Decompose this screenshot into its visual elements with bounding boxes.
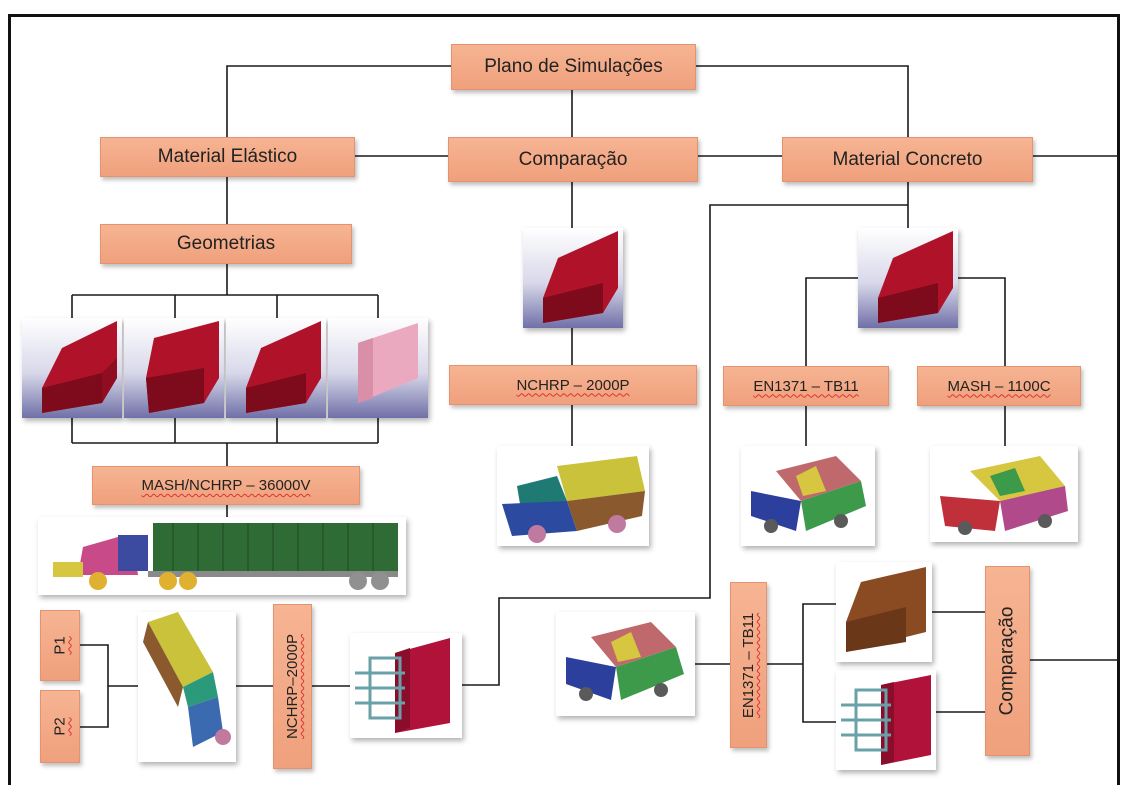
barrier-render-1 xyxy=(22,318,122,418)
block-icon xyxy=(358,323,418,403)
rebar-barrier-icon xyxy=(355,638,450,733)
node-label: NCHRP–2000P xyxy=(284,633,301,740)
reinforced-block-left xyxy=(350,633,462,738)
node-label: P2 xyxy=(51,717,69,736)
node-label: P1 xyxy=(51,636,69,655)
node-mash-nchrp-36000v: MASH/NCHRP – 36000V xyxy=(92,466,360,505)
brown-barrier-image xyxy=(836,562,932,662)
barrier-render-concrete xyxy=(858,228,958,328)
car-icon xyxy=(566,622,684,701)
car-icon xyxy=(940,456,1068,535)
node-en1371-tb11-top: EN1371 – TB11 xyxy=(723,366,889,406)
node-label: NCHRP – 2000P xyxy=(516,376,630,394)
node-label: Plano de Simulações xyxy=(484,56,663,77)
node-plano-de-simulacoes: Plano de Simulações xyxy=(451,44,696,90)
pickup-truck-image xyxy=(497,446,649,546)
pickup-impact-image xyxy=(138,612,236,762)
node-label: Comparação xyxy=(518,148,628,170)
car-bottom-image xyxy=(556,612,695,716)
tractor-trailer-icon xyxy=(53,523,398,590)
node-en1371-tb11-vertical: EN1371 – TB11 xyxy=(730,582,767,748)
reinforced-block-right xyxy=(836,670,936,770)
node-material-elastico: Material Elástico xyxy=(100,137,355,177)
barrier-render-comparison xyxy=(523,228,623,328)
node-label: MASH/NCHRP – 36000V xyxy=(141,477,311,494)
barrier-icon xyxy=(246,321,321,413)
barrier-icon xyxy=(878,231,953,323)
barrier-icon xyxy=(146,321,219,413)
semi-truck-image xyxy=(38,517,406,595)
pickup-truck-icon xyxy=(143,612,231,747)
sedan-en1371-image xyxy=(741,446,875,546)
node-label: EN1371 – TB11 xyxy=(740,612,758,718)
node-material-concreto: Material Concreto xyxy=(782,137,1033,182)
node-label: MASH – 1100C xyxy=(947,377,1051,395)
node-comparacao-top: Comparação xyxy=(448,137,698,182)
barrier-render-4 xyxy=(328,318,428,418)
car-icon xyxy=(751,456,866,533)
node-label: Material Concreto xyxy=(832,148,983,170)
barrier-icon xyxy=(543,231,618,323)
barrier-icon xyxy=(846,567,926,652)
barrier-render-3 xyxy=(226,318,326,418)
node-label: Geometrias xyxy=(176,233,276,254)
node-mash-1100c: MASH – 1100C xyxy=(917,366,1081,406)
rebar-barrier-icon xyxy=(841,675,931,765)
sedan-mash-image xyxy=(930,446,1078,542)
node-nchrp-2000p-vertical: NCHRP–2000P xyxy=(273,604,312,769)
node-geometrias: Geometrias xyxy=(100,224,352,264)
barrier-icon xyxy=(42,321,117,413)
pickup-truck-icon xyxy=(502,456,645,543)
node-label: Comparação xyxy=(996,606,1018,716)
node-p1: P1 xyxy=(40,610,80,681)
barrier-render-2 xyxy=(124,318,224,418)
node-label: Material Elástico xyxy=(157,146,298,167)
node-nchrp-2000p-center: NCHRP – 2000P xyxy=(449,365,697,405)
node-label: EN1371 – TB11 xyxy=(753,377,859,395)
node-comparacao-vertical: Comparação xyxy=(985,566,1030,756)
node-p2: P2 xyxy=(40,690,80,763)
